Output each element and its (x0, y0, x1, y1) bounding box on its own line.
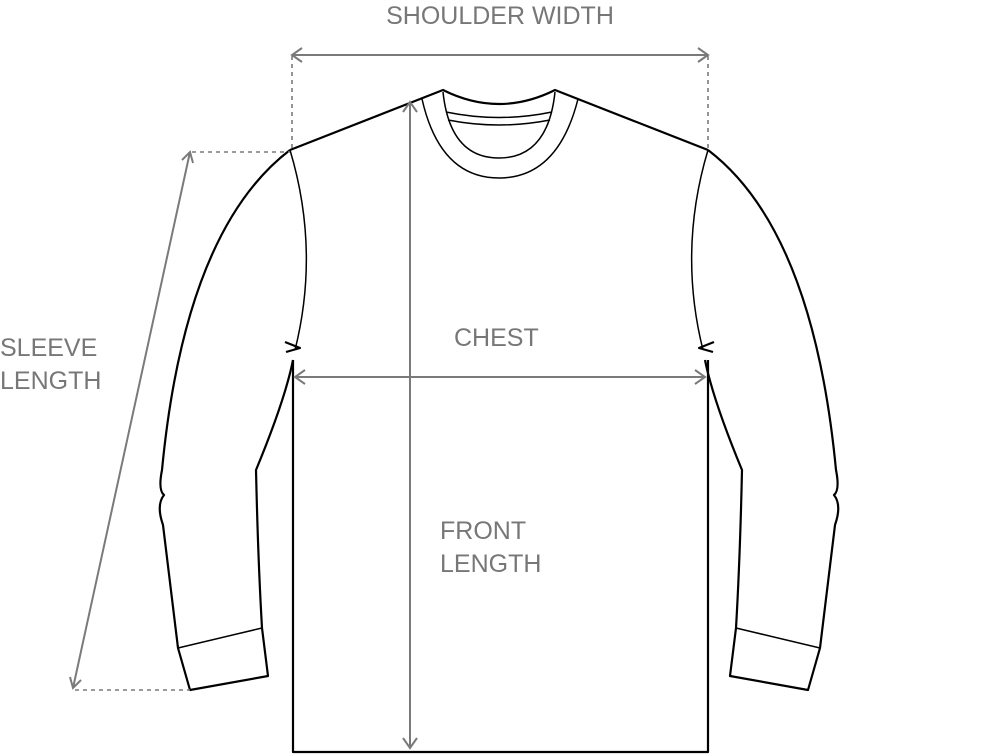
left-cuff-line (177, 627, 263, 649)
shoulder-width-arrow (290, 47, 710, 63)
right-sleeve (703, 149, 840, 692)
shoulder-width-label: SHOULDER WIDTH (386, 2, 614, 30)
front-length-arrow (402, 100, 418, 750)
body (291, 360, 710, 754)
sleeve-length-arrow (69, 150, 194, 690)
shirt-outline (158, 88, 840, 754)
collar-inner (442, 91, 556, 159)
measure-lines (69, 47, 710, 750)
front-length-label-line1: FRONT (440, 517, 527, 545)
front-length-label-line2: LENGTH (440, 550, 542, 578)
collar-outer (421, 98, 579, 179)
collar-stitch-2 (447, 119, 551, 126)
right-armhole (690, 149, 709, 351)
collar-stitch-1 (445, 111, 553, 119)
chest-arrow (293, 369, 707, 385)
shoulder-line (289, 88, 709, 152)
left-underarm-mark (284, 340, 302, 354)
right-cuff-line (735, 627, 821, 649)
left-sleeve (158, 149, 295, 692)
left-armhole (289, 149, 308, 351)
sleeve-length-label-line2: LENGTH (0, 367, 102, 395)
sleeve-length-label-line1: SLEEVE (0, 334, 98, 362)
right-underarm-mark (697, 340, 715, 354)
chest-label: CHEST (454, 324, 539, 352)
